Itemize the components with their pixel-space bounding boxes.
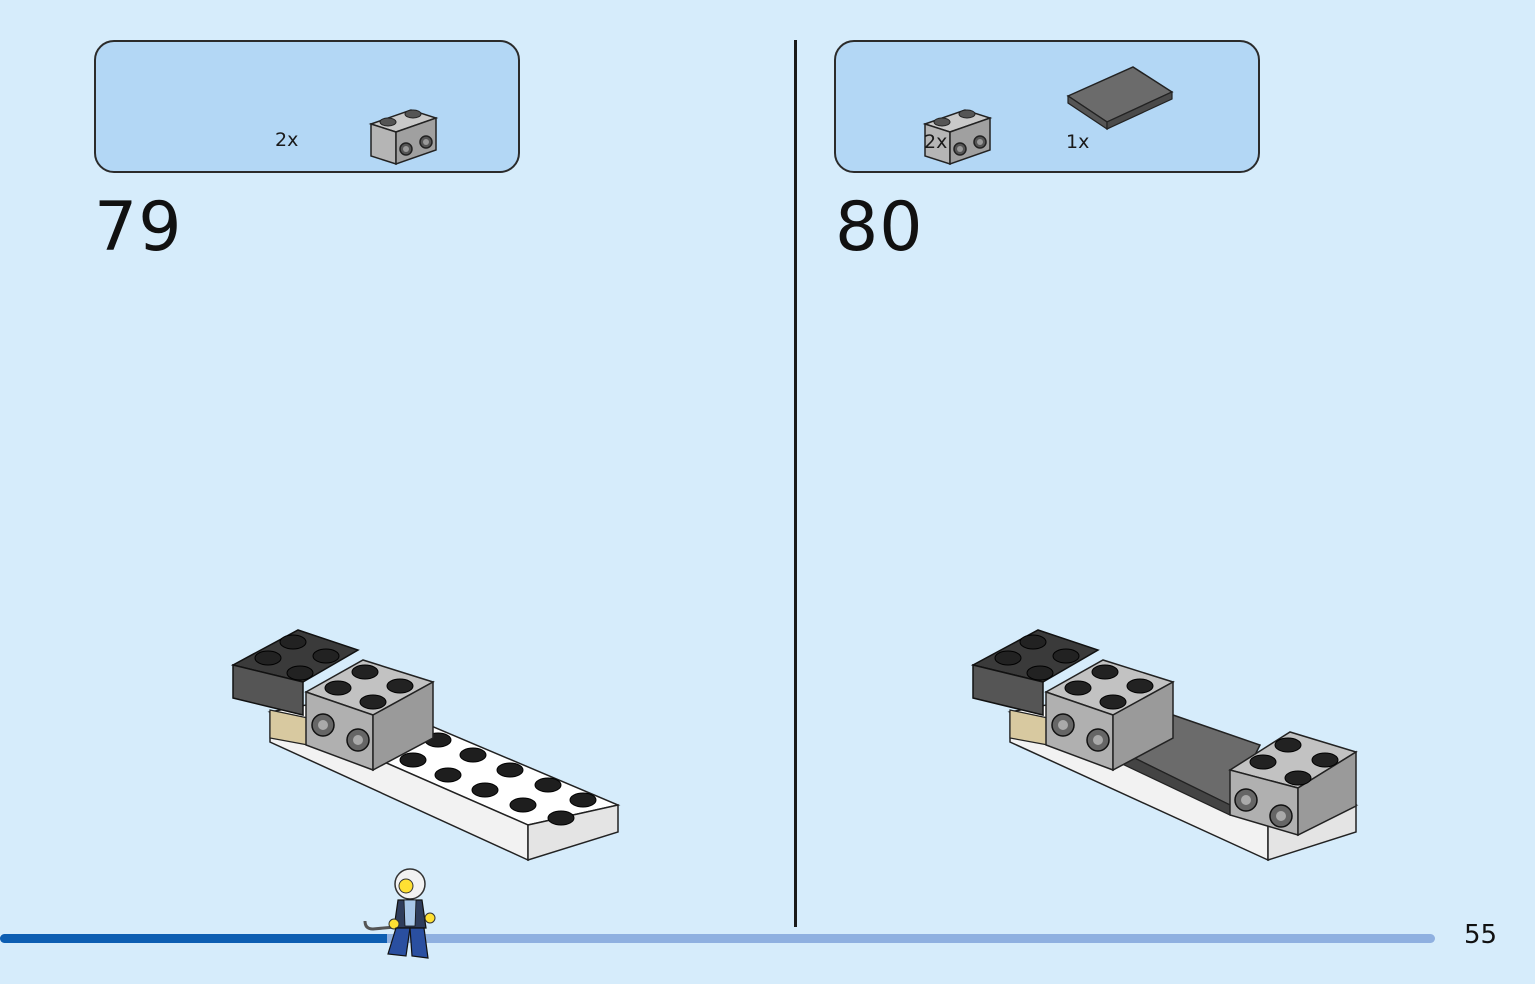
progress-bar-fill <box>0 934 388 943</box>
step-79-model-illustration <box>230 629 621 862</box>
parts-callout-step-79: 2x <box>94 40 520 173</box>
part-quantity: 1x <box>1066 131 1090 153</box>
minifigure-icon <box>363 868 436 959</box>
parts-callout-step-80: 2x 1x <box>834 40 1260 173</box>
page-number: 55 <box>1464 920 1498 950</box>
page-divider <box>794 40 797 927</box>
step-number-79: 79 <box>94 188 183 267</box>
part-quantity: 2x <box>275 129 299 151</box>
step-80-model-illustration <box>970 629 1359 862</box>
gray-brick-side-studs-icon <box>922 109 993 166</box>
gray-brick-side-studs-icon <box>368 109 439 166</box>
part-quantity: 2x <box>924 131 948 153</box>
progress-bar <box>0 934 1435 943</box>
step-number-80: 80 <box>835 188 924 267</box>
dark-gray-tile-icon <box>1066 66 1174 131</box>
